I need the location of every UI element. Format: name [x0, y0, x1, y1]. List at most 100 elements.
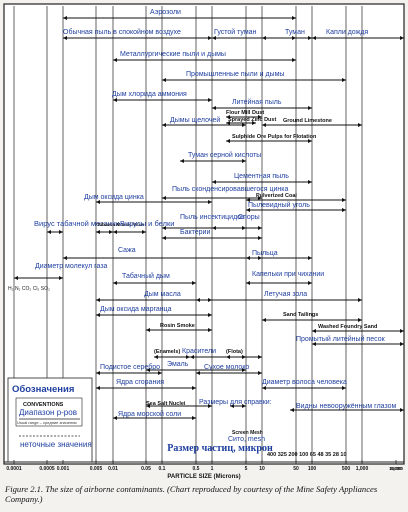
range-label: Сажа [118, 247, 136, 254]
range-arrowhead [158, 371, 162, 375]
range-item: Дымы щелочей [162, 116, 246, 127]
range-arrowhead [242, 404, 246, 408]
range-arrowhead [226, 121, 230, 125]
range-label: Капельки при чихании [252, 271, 324, 278]
range-item: Ядра сгорания [96, 379, 196, 390]
x-tick-label: 0.0005 [39, 466, 55, 472]
range-item: Flour Mill Dust [226, 110, 264, 119]
range-item: Washed Foundry Sand [312, 324, 404, 333]
range-item: Споры [212, 214, 262, 230]
range-arrowhead [96, 230, 100, 234]
range-item: (Enamels) [154, 349, 190, 359]
range-item: Ядра морской соли [113, 410, 196, 420]
range-label: Бактерии [180, 229, 210, 236]
range-item: Дым хлорида аммония [112, 91, 212, 102]
range-label: Размеры для справки: [199, 399, 272, 406]
range-label: Flour Mill Dust [226, 110, 264, 116]
range-label: Капли дождя [326, 29, 368, 36]
range-item: Pulverized Coal [246, 193, 346, 202]
range-arrowhead [262, 123, 266, 127]
range-label: Rosin Smoke [160, 323, 195, 329]
range-label: (Flota) [226, 349, 243, 355]
range-item: Подистое серебро [96, 363, 162, 375]
x-tick-label: 0.005 [90, 466, 103, 472]
range-arrowhead [96, 371, 100, 375]
range-item: Видны невооружённым глазом [290, 403, 404, 412]
x-tick-label: 500 [342, 466, 351, 472]
range-label: Screen Mesh [232, 430, 263, 436]
legend-range-hint: Usual range – средние значения [17, 420, 77, 425]
x-tick-label: 1,000 [356, 466, 369, 472]
range-arrowhead [96, 313, 100, 317]
range-item: Туман серной кислоты [180, 151, 261, 163]
mesh-values: 400 325 200 100 65 48 35 28 10 [267, 452, 347, 458]
range-arrowhead [162, 78, 166, 82]
legend-dashed-label: неточные значения [20, 440, 92, 449]
range-arrowhead [242, 123, 246, 127]
range-item: Табачный дым [113, 272, 196, 285]
range-arrowhead [292, 16, 296, 20]
x-tick-label: 0.5 [193, 466, 200, 472]
range-arrowhead [242, 368, 246, 372]
range-item: Промышленные пыли и дымы [162, 71, 346, 82]
range-item: Дым оксида цинка [84, 194, 212, 204]
range-label: Дым масла [144, 291, 181, 298]
range-label: Дым оксида марганца [100, 306, 172, 313]
range-item: Эмаль [146, 361, 246, 372]
range-label: Ядра морской соли [118, 410, 181, 418]
range-arrowhead [258, 371, 262, 375]
range-item: Диаметр волоса человека [262, 379, 347, 390]
range-arrowhead [59, 276, 63, 280]
range-arrowhead [342, 208, 346, 212]
range-arrowhead [212, 106, 216, 110]
range-label: Sand Tailings [283, 312, 318, 318]
range-arrowhead [146, 328, 150, 332]
range-label: Подистое серебро [100, 363, 160, 371]
range-label: Дым оксида цинка [84, 194, 144, 201]
range-label: Летучая зола [264, 291, 307, 298]
range-arrowhead [308, 106, 312, 110]
range-arrowhead [246, 208, 250, 212]
x-tick-label: 10 [259, 466, 265, 472]
range-label: Sprayed Zinc Dust [228, 117, 276, 123]
range-arrowhead [113, 58, 117, 62]
range-arrowhead [63, 36, 67, 40]
range-arrowhead [258, 115, 262, 119]
range-arrowhead [262, 36, 266, 40]
range-item: Литейная пыль [212, 98, 312, 110]
range-arrowhead [308, 180, 312, 184]
range-arrowhead [262, 318, 266, 322]
range-arrowhead [208, 200, 212, 204]
range-label: Сито, mesh [228, 436, 265, 443]
figure-caption: Figure 2.1. The size of airborne contami… [5, 484, 378, 504]
range-arrowhead [400, 36, 404, 40]
range-item: Дым оксида марганца [96, 306, 212, 317]
range-arrowhead [226, 139, 230, 143]
range-arrowhead [63, 256, 67, 260]
range-item: Сухое молоко [196, 364, 262, 375]
range-label: Промытый литейный песок [296, 335, 386, 343]
x-axis-title-ru: Размер частиц, микрон [167, 443, 273, 454]
range-arrowhead [258, 226, 262, 230]
x-tick-label: 0.05 [141, 466, 151, 472]
range-label: Pulverized Coal [256, 193, 297, 199]
range-arrowhead [186, 355, 190, 359]
range-arrowhead [192, 386, 196, 390]
range-label: Пылевидный уголь [248, 201, 310, 209]
range-arrowhead [162, 226, 166, 230]
legend-range-label: Диапазон р-ров [19, 408, 77, 417]
range-label: Цементная пыль [234, 173, 289, 180]
range-item: Диаметр молекул газа [14, 263, 108, 280]
range-arrowhead [113, 230, 117, 234]
range-arrowhead [146, 368, 150, 372]
range-label: Металлургические пыли и дымы [120, 51, 226, 58]
range-label: Туман [285, 29, 305, 36]
range-arrowhead [308, 36, 312, 40]
range-label: Дым хлорида аммония [112, 91, 187, 98]
range-label: Вирусы и белки [120, 219, 174, 228]
range-arrowhead [312, 36, 316, 40]
range-arrowhead [258, 355, 262, 359]
